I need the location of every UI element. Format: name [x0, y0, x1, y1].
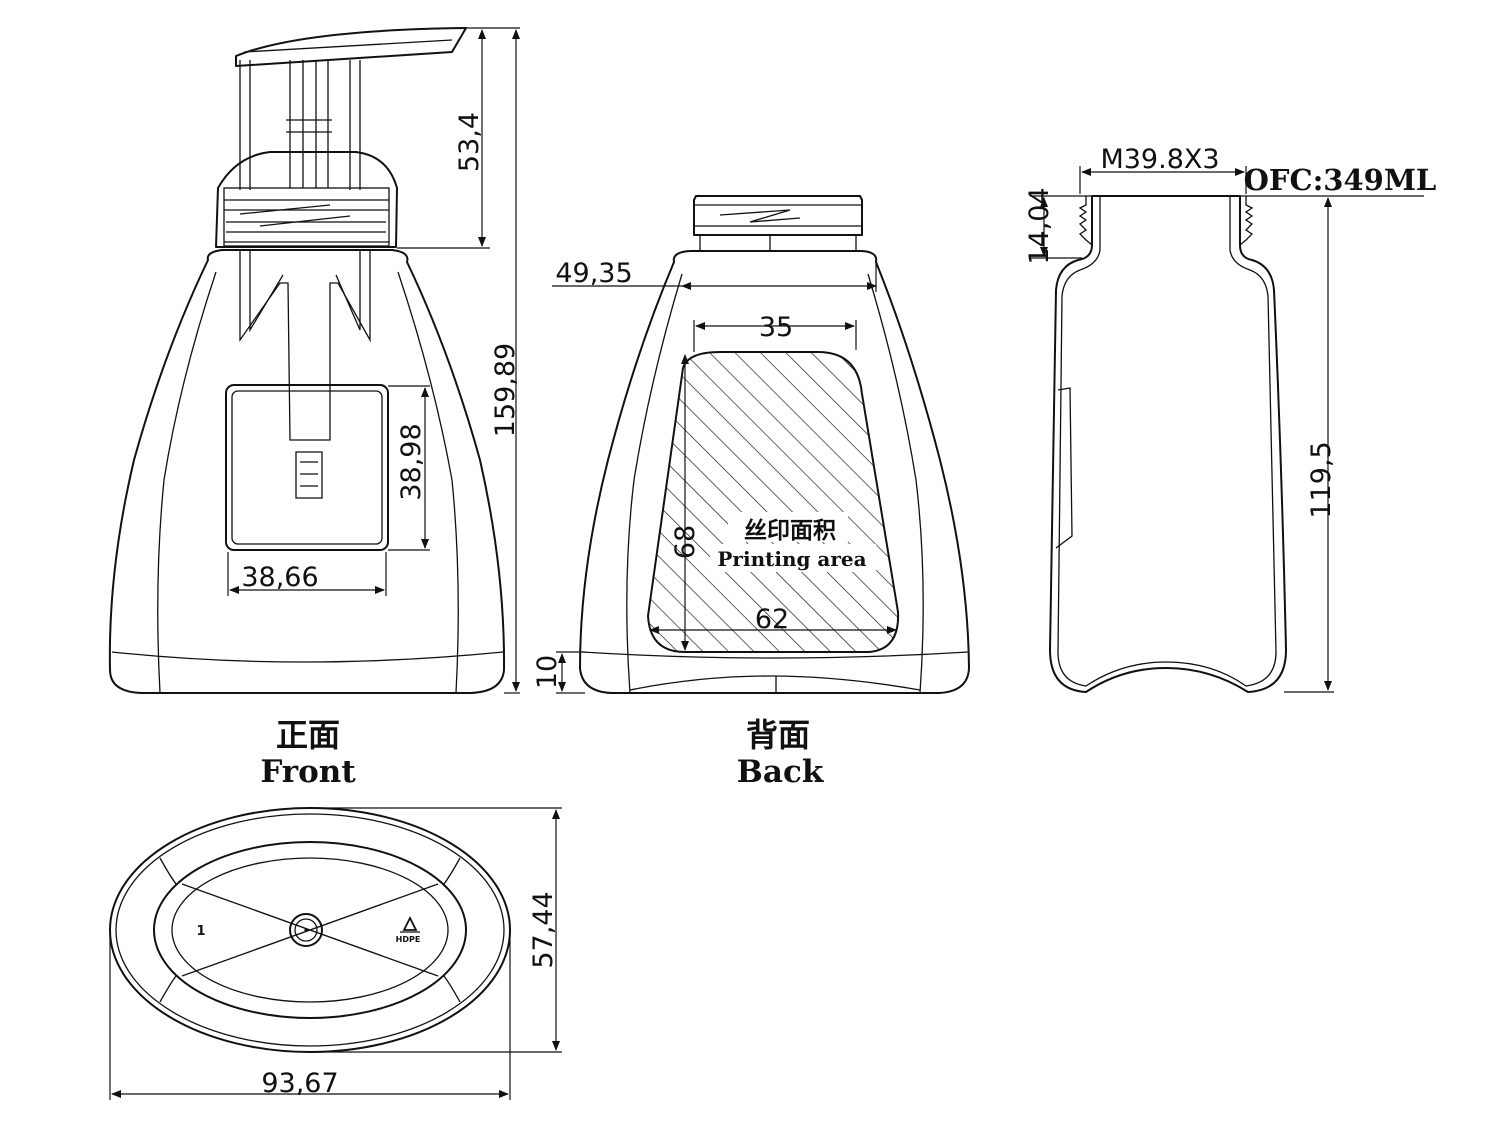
front-label-en: Front — [260, 754, 356, 790]
dim-print-height: 68 — [670, 525, 701, 559]
dim-body-height: 119,5 — [1306, 441, 1337, 518]
back-label-zh: 背面 — [746, 716, 810, 754]
side-section-view — [1049, 195, 1287, 693]
dim-pump-height: 53,4 — [454, 112, 485, 172]
resin-code-name: HDPE — [396, 935, 421, 944]
front-dimensions: 53,4 159,89 38,98 38,66 — [227, 27, 521, 694]
recycle-icon — [400, 915, 420, 933]
capacity-label: OFC:349ML — [1244, 163, 1437, 197]
dim-base-depth: 57,44 — [528, 891, 559, 968]
resin-code-number: 1 — [196, 924, 205, 939]
dim-base-width: 93,67 — [261, 1068, 338, 1099]
printing-area-label-en: Printing area — [717, 547, 866, 571]
dim-window-height: 38,98 — [396, 423, 427, 500]
side-dimensions: M39.8X3 OFC:349ML 14,04 119,5 — [1024, 144, 1437, 693]
back-view: 丝印面积 Printing area — [579, 195, 970, 694]
printing-area-label-zh: 丝印面积 — [744, 518, 836, 544]
bottom-dimensions: 57,44 93,67 — [109, 807, 562, 1100]
front-view — [108, 27, 506, 694]
back-dimensions: 49,35 35 68 62 10 — [532, 258, 897, 694]
back-label-en: Back — [737, 754, 825, 790]
bottom-view: 1 HDPE — [109, 807, 511, 1053]
dim-total-height: 159,89 — [490, 343, 521, 437]
dim-print-width-bottom: 62 — [755, 604, 789, 635]
dim-shoulder-width: 49,35 — [555, 258, 632, 289]
dim-thread: M39.8X3 — [1100, 144, 1219, 175]
dim-window-width: 38,66 — [241, 562, 318, 593]
dim-neck-height: 14,04 — [1024, 187, 1055, 264]
dim-bottom-margin: 10 — [532, 655, 563, 689]
dim-print-width-top: 35 — [759, 312, 793, 343]
front-label-zh: 正面 — [276, 716, 340, 754]
